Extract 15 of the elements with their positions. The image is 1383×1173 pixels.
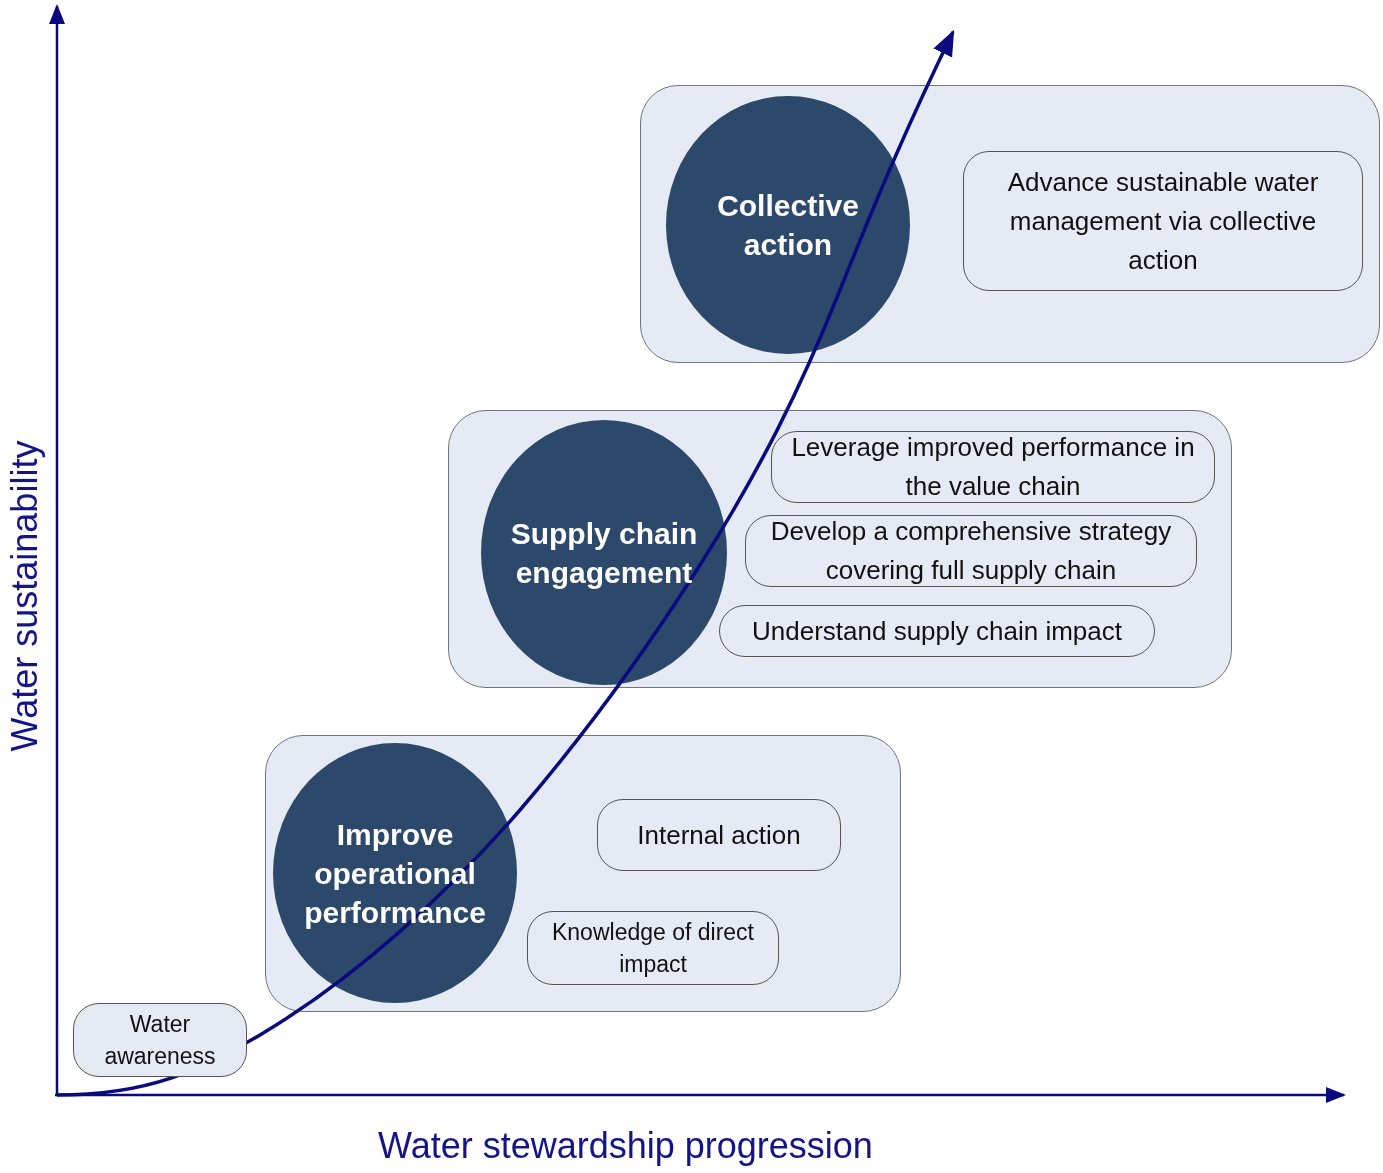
step-box: Develop a comprehensive strategy covering full supply chain — [745, 515, 1197, 587]
stage-circle: Supply chain engagement — [481, 420, 727, 685]
step-box: Advance sustainable water management via collective action — [963, 151, 1363, 291]
step-box: Internal action — [597, 799, 841, 871]
stage-circle: Collective action — [666, 96, 910, 354]
step-box: Leverage improved performance in the value chain — [771, 431, 1215, 503]
axis-title: Water sustainability — [4, 439, 46, 754]
step-box: Understand supply chain impact — [719, 605, 1155, 657]
stage-panel — [448, 410, 1232, 688]
step-box: Water awareness — [73, 1003, 247, 1077]
stage-circle: Improve operational performance — [273, 743, 517, 1003]
stage-panel — [265, 735, 901, 1012]
step-box: Knowledge of direct impact — [527, 911, 779, 985]
axis-title: Water stewardship progression — [378, 1125, 873, 1167]
stage-panel — [640, 85, 1380, 363]
